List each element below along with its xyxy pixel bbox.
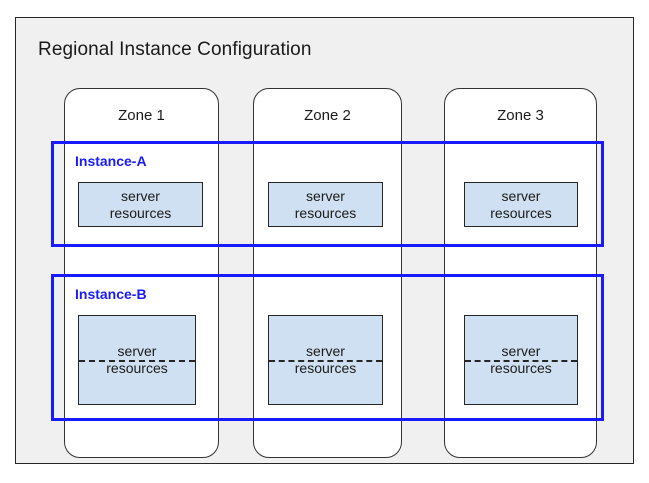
resource-box-b-zone2[interactable]: server resources xyxy=(268,315,383,405)
zone-label-3: Zone 3 xyxy=(497,107,544,124)
resource-line-1: server xyxy=(501,343,541,360)
page-title: Regional Instance Configuration xyxy=(38,39,312,60)
resource-box-b-zone3[interactable]: server resources xyxy=(464,315,578,405)
resource-line-1: server xyxy=(501,187,541,204)
resource-line-2: resources xyxy=(490,204,552,221)
resource-divider-dashed xyxy=(79,360,195,362)
resource-line-2: resources xyxy=(294,360,357,376)
resource-line-2: resources xyxy=(490,360,552,376)
resource-line-1: server xyxy=(306,187,345,204)
resource-line-1: server xyxy=(117,343,157,360)
instance-label-a: Instance-A xyxy=(75,153,147,169)
zone-label-1: Zone 1 xyxy=(118,107,165,124)
diagram-panel: Regional Instance Configuration Zone 1 Z… xyxy=(15,17,634,464)
zone-label-2: Zone 2 xyxy=(304,107,351,124)
resource-line-2: resources xyxy=(109,204,172,221)
resource-line-2: resources xyxy=(294,204,357,221)
resource-box-b-zone1[interactable]: server resources xyxy=(78,315,196,405)
resource-line-1: server xyxy=(306,343,345,360)
instance-frame-a[interactable]: Instance-A xyxy=(51,141,604,247)
resource-box-a-zone1[interactable]: server resources xyxy=(78,182,203,227)
resource-box-a-zone2[interactable]: server resources xyxy=(268,182,383,227)
instance-frame-b[interactable]: Instance-B xyxy=(51,274,604,421)
resource-line-2: resources xyxy=(106,360,168,376)
resource-divider-dashed xyxy=(269,360,382,362)
resource-line-1: server xyxy=(121,187,160,204)
resource-box-a-zone3[interactable]: server resources xyxy=(464,182,578,227)
resource-divider-dashed xyxy=(465,360,577,362)
instance-label-b: Instance-B xyxy=(75,286,147,302)
